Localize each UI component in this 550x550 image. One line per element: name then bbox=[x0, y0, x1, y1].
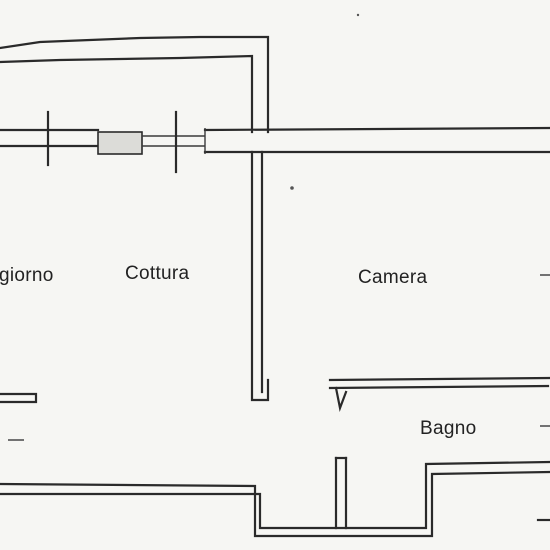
window-left bbox=[97, 131, 143, 155]
north-wall bbox=[0, 110, 550, 174]
room-label-giorno: giorno bbox=[0, 265, 54, 286]
window-right bbox=[142, 135, 205, 147]
partition-wall bbox=[250, 150, 270, 402]
scan-speck bbox=[290, 186, 294, 190]
south-wall bbox=[0, 456, 550, 538]
room-label-cottura: Cottura bbox=[125, 263, 190, 284]
left-stub-walls bbox=[0, 392, 38, 441]
room-label-bagno: Bagno bbox=[420, 418, 476, 439]
room-label-camera: Camera bbox=[358, 267, 428, 288]
balcony-wall bbox=[0, 35, 270, 134]
scan-speck bbox=[356, 13, 360, 17]
bathroom-wall bbox=[328, 376, 550, 412]
right-edge-marks bbox=[536, 274, 550, 522]
